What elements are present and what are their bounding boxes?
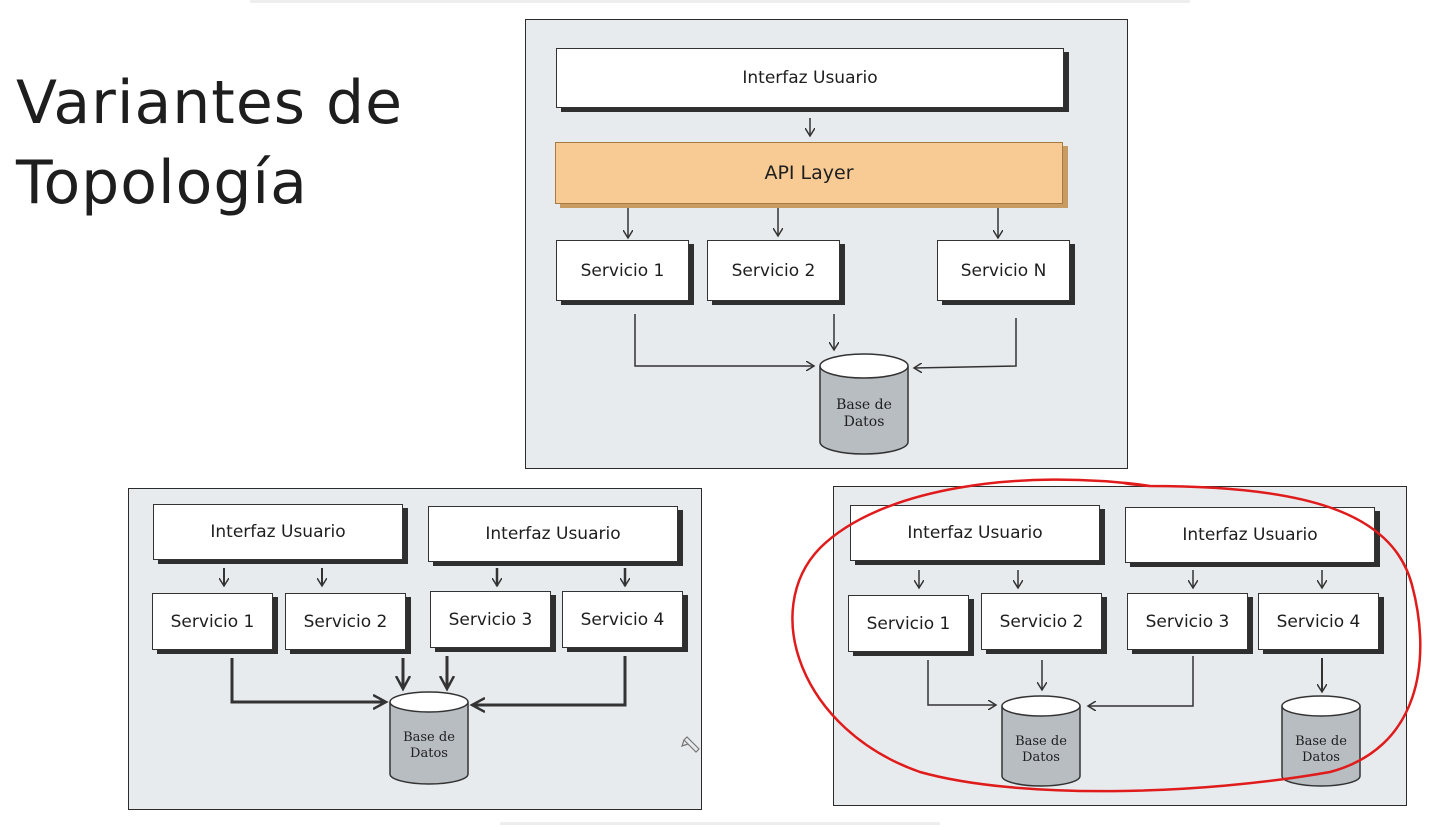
- bl-service-4[interactable]: Servicio 4: [562, 591, 683, 648]
- bl-service-3[interactable]: Servicio 3: [430, 591, 551, 648]
- top-database[interactable]: Base de Datos: [818, 350, 910, 456]
- bl-ui-box-1[interactable]: Interfaz Usuario: [153, 504, 403, 560]
- page-title-line-1: Variantes de: [16, 68, 404, 138]
- db-label-line-1: Base de: [403, 730, 455, 745]
- br-service-2[interactable]: Servicio 2: [981, 593, 1102, 650]
- br-database-1[interactable]: Base de Datos: [1000, 694, 1082, 788]
- db-label-line-1: Base de: [1295, 734, 1347, 749]
- br-ui-box-1[interactable]: Interfaz Usuario: [850, 505, 1100, 561]
- database-cylinder-icon: [819, 353, 909, 455]
- br-service-4[interactable]: Servicio 4: [1258, 593, 1379, 650]
- db-label-line-2: Datos: [410, 746, 448, 761]
- br-ui-box-2[interactable]: Interfaz Usuario: [1125, 507, 1375, 563]
- db-label-line-1: Base de: [1015, 734, 1067, 749]
- database-cylinder-icon: [389, 691, 469, 785]
- db-label-line-2: Datos: [1302, 750, 1340, 765]
- bl-service-2[interactable]: Servicio 2: [285, 593, 406, 650]
- br-service-3[interactable]: Servicio 3: [1127, 593, 1248, 650]
- db-label-line-2: Datos: [1022, 750, 1060, 765]
- bottom-edge-shadow: [500, 822, 940, 825]
- top-service-n[interactable]: Servicio N: [937, 240, 1070, 301]
- bl-database[interactable]: Base de Datos: [388, 690, 470, 786]
- top-edge-shadow: [250, 0, 1190, 3]
- db-label-line-1: Base de: [836, 397, 892, 413]
- api-layer-box[interactable]: API Layer: [555, 142, 1063, 204]
- top-service-1[interactable]: Servicio 1: [556, 240, 689, 301]
- top-service-2[interactable]: Servicio 2: [707, 240, 840, 301]
- top-ui-box[interactable]: Interfaz Usuario: [556, 48, 1064, 108]
- br-service-1[interactable]: Servicio 1: [848, 595, 969, 652]
- db-label-line-2: Datos: [843, 414, 885, 430]
- page-title-line-2: Topología: [16, 148, 308, 218]
- bl-ui-box-2[interactable]: Interfaz Usuario: [428, 506, 678, 562]
- bl-service-1[interactable]: Servicio 1: [152, 593, 273, 650]
- br-database-2[interactable]: Base de Datos: [1280, 694, 1362, 788]
